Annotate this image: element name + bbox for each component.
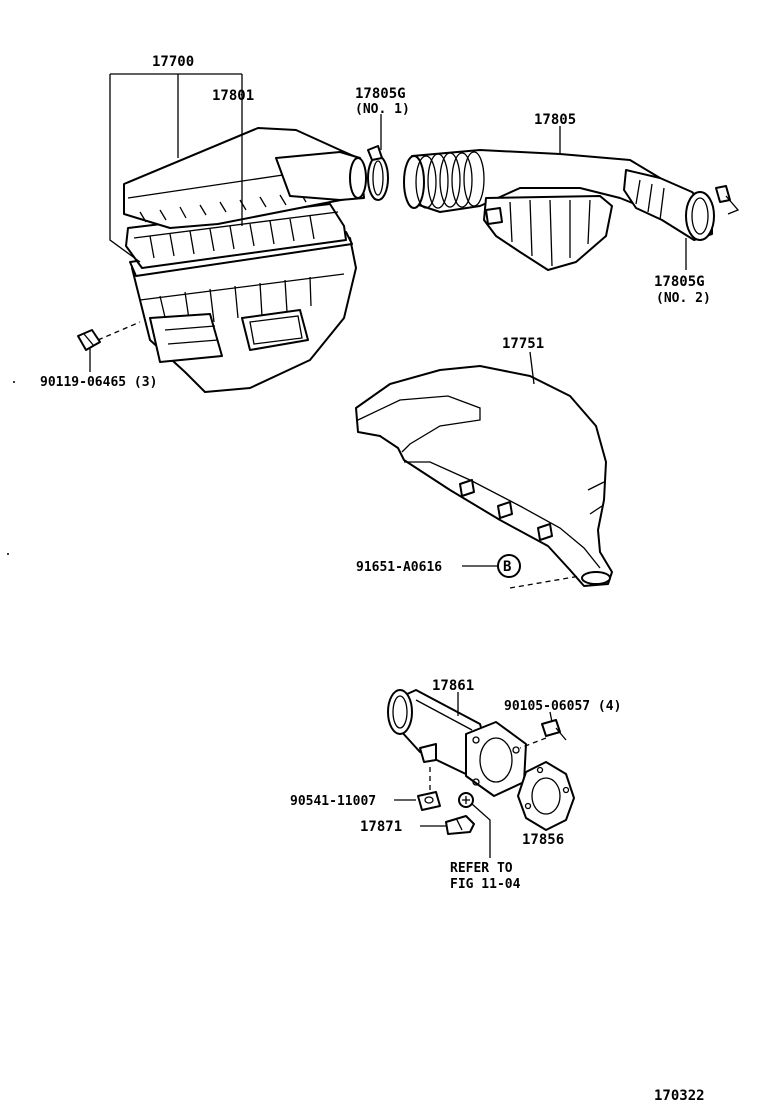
hose-clamp-no1 bbox=[367, 145, 389, 201]
figure-number: 170322 bbox=[654, 1088, 705, 1104]
label-refer-to: REFER TO bbox=[450, 861, 513, 876]
label-17751: 17751 bbox=[502, 336, 544, 352]
bolt-refer-fig-icon bbox=[458, 792, 474, 808]
bolt-90119-icon bbox=[77, 329, 101, 351]
nut-90541-icon bbox=[417, 791, 441, 811]
hose-clamp-no2 bbox=[715, 185, 740, 215]
label-17805g-no1: 17805G bbox=[355, 86, 406, 102]
label-17856: 17856 bbox=[522, 832, 564, 848]
label-17871: 17871 bbox=[360, 819, 402, 835]
label-17861: 17861 bbox=[432, 678, 474, 694]
air-inlet-hose-17805 bbox=[403, 149, 715, 271]
label-17801: 17801 bbox=[212, 88, 254, 104]
label-91651: 91651-A0616 bbox=[356, 560, 442, 575]
label-marker-b: B bbox=[503, 559, 511, 575]
air-cleaner-case-lower bbox=[131, 237, 357, 393]
label-17700: 17700 bbox=[152, 54, 194, 70]
bracket-17871-icon bbox=[445, 815, 475, 835]
bolt-90105-icon bbox=[541, 719, 567, 741]
gasket-17856 bbox=[517, 761, 575, 831]
label-90119: 90119-06465 (3) bbox=[40, 375, 157, 390]
scan-dot bbox=[7, 553, 9, 555]
intake-duct-17751 bbox=[355, 365, 613, 587]
label-90105: 90105-06057 (4) bbox=[504, 699, 621, 714]
scan-dot bbox=[13, 381, 15, 383]
label-90541: 90541-11007 bbox=[290, 794, 376, 809]
air-filter-element-17801 bbox=[125, 203, 347, 269]
label-17805: 17805 bbox=[534, 112, 576, 128]
air-connector-17861 bbox=[387, 689, 527, 797]
label-refer-fig: FIG 11-04 bbox=[450, 877, 521, 892]
air-cleaner-cap bbox=[123, 127, 367, 229]
label-17805g-no2-sub: (NO. 2) bbox=[656, 291, 711, 306]
label-17805g-no1-sub: (NO. 1) bbox=[355, 102, 410, 117]
label-17805g-no2: 17805G bbox=[654, 274, 705, 290]
